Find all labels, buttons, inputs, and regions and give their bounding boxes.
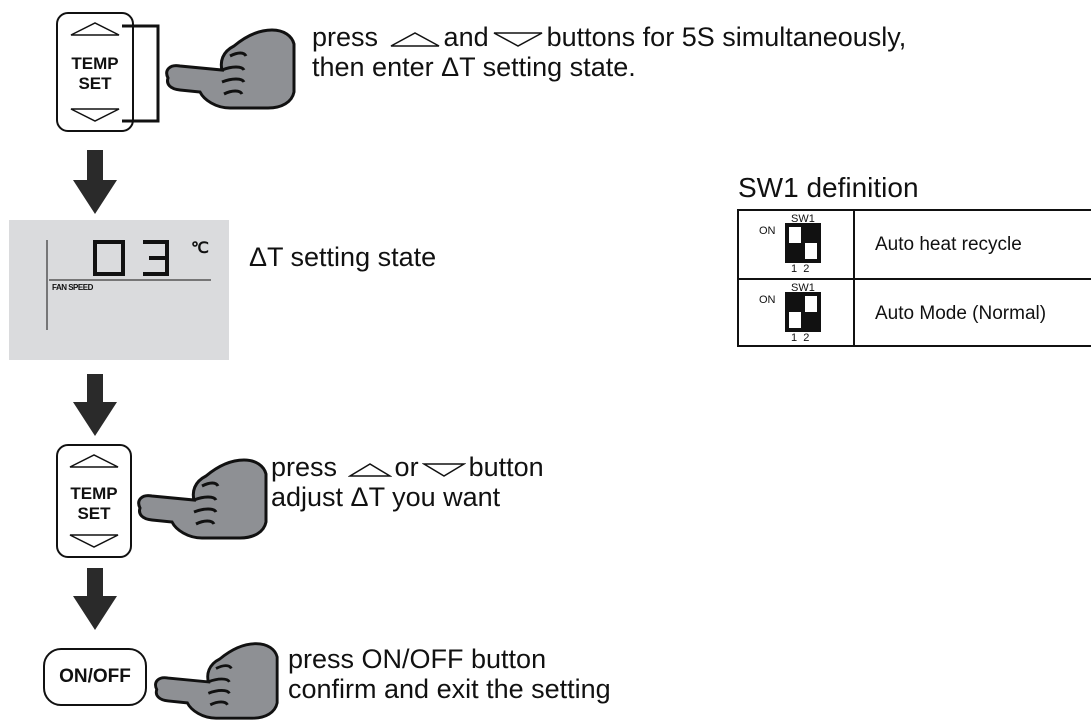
temp-label: TEMP bbox=[70, 484, 118, 503]
temp-set-button-1[interactable]: TEMP SET bbox=[56, 12, 134, 132]
lcd-frame-lines bbox=[46, 240, 211, 330]
up-arrow-icon[interactable] bbox=[67, 20, 123, 38]
up-arrow-icon bbox=[347, 463, 392, 477]
step4-line2: confirm and exit the setting bbox=[288, 674, 611, 704]
down-arrow-icon[interactable] bbox=[67, 106, 123, 124]
dip-switch-name: SW1 bbox=[791, 282, 815, 294]
lcd-display: 03 ℃ FAN SPEED bbox=[9, 220, 229, 360]
temp-label: TEMP bbox=[71, 54, 119, 73]
step3-rest: button bbox=[468, 452, 544, 482]
up-arrow-icon bbox=[390, 32, 439, 47]
dip-switch-icon bbox=[785, 292, 821, 332]
down-arrow-icon bbox=[421, 463, 466, 477]
temp-set-button-2[interactable]: TEMP SET bbox=[56, 444, 132, 558]
dip-on-label: ON bbox=[759, 225, 776, 237]
step4-instruction: press ON/OFF button confirm and exit the… bbox=[288, 644, 611, 704]
set-label: SET bbox=[78, 74, 112, 93]
down-flow-arrow-icon bbox=[73, 150, 117, 214]
dip-on-label: ON bbox=[759, 294, 776, 306]
pointing-hand-icon bbox=[154, 642, 279, 720]
dip-positions: 1 2 bbox=[791, 263, 810, 275]
step1-word-press: press bbox=[312, 22, 379, 52]
up-arrow-icon[interactable] bbox=[66, 452, 122, 470]
step3-instruction: press or button adjust ΔT you want bbox=[271, 452, 544, 512]
dip-switch-name: SW1 bbox=[791, 213, 815, 225]
celsius-unit: ℃ bbox=[191, 240, 209, 257]
lcd-digits bbox=[93, 240, 169, 276]
pointing-hand-icon bbox=[137, 458, 268, 540]
sw1-description: Auto heat recycle bbox=[875, 233, 1022, 255]
step3-word-press: press bbox=[271, 452, 338, 482]
lcd-caption: ΔT setting state bbox=[249, 242, 437, 272]
fan-speed-label: FAN SPEED bbox=[52, 283, 93, 292]
down-arrow-icon bbox=[493, 32, 542, 47]
sw1-table: SW1 ON 1 2 Auto heat recycle SW1 ON 1 2 … bbox=[737, 209, 1091, 347]
step3-word-or: or bbox=[394, 452, 419, 482]
set-label: SET bbox=[77, 504, 111, 523]
down-flow-arrow-icon bbox=[73, 568, 117, 630]
step3-line2: adjust ΔT you want bbox=[271, 482, 501, 512]
down-flow-arrow-icon bbox=[73, 374, 117, 436]
dip-positions: 1 2 bbox=[791, 332, 810, 344]
bracket-line bbox=[122, 24, 160, 123]
down-arrow-icon[interactable] bbox=[66, 532, 122, 550]
step1-line2: then enter ΔT setting state. bbox=[312, 52, 636, 82]
dip-switch-cell: SW1 ON 1 2 bbox=[739, 211, 855, 278]
on-off-button[interactable]: ON/OFF bbox=[43, 648, 147, 706]
sw1-title: SW1 definition bbox=[738, 172, 919, 203]
step1-rest: buttons for 5S simultaneously, bbox=[546, 22, 907, 52]
pointing-hand-icon bbox=[165, 28, 296, 110]
dip-switch-icon bbox=[785, 223, 821, 263]
sw1-row: SW1 ON 1 2 Auto Mode (Normal) bbox=[739, 278, 1091, 347]
sw1-description: Auto Mode (Normal) bbox=[875, 302, 1047, 324]
dip-switch-cell: SW1 ON 1 2 bbox=[739, 280, 855, 347]
step1-word-and: and bbox=[443, 22, 489, 52]
step4-line1: press ON/OFF button bbox=[288, 644, 547, 674]
sw1-row: SW1 ON 1 2 Auto heat recycle bbox=[739, 211, 1091, 278]
